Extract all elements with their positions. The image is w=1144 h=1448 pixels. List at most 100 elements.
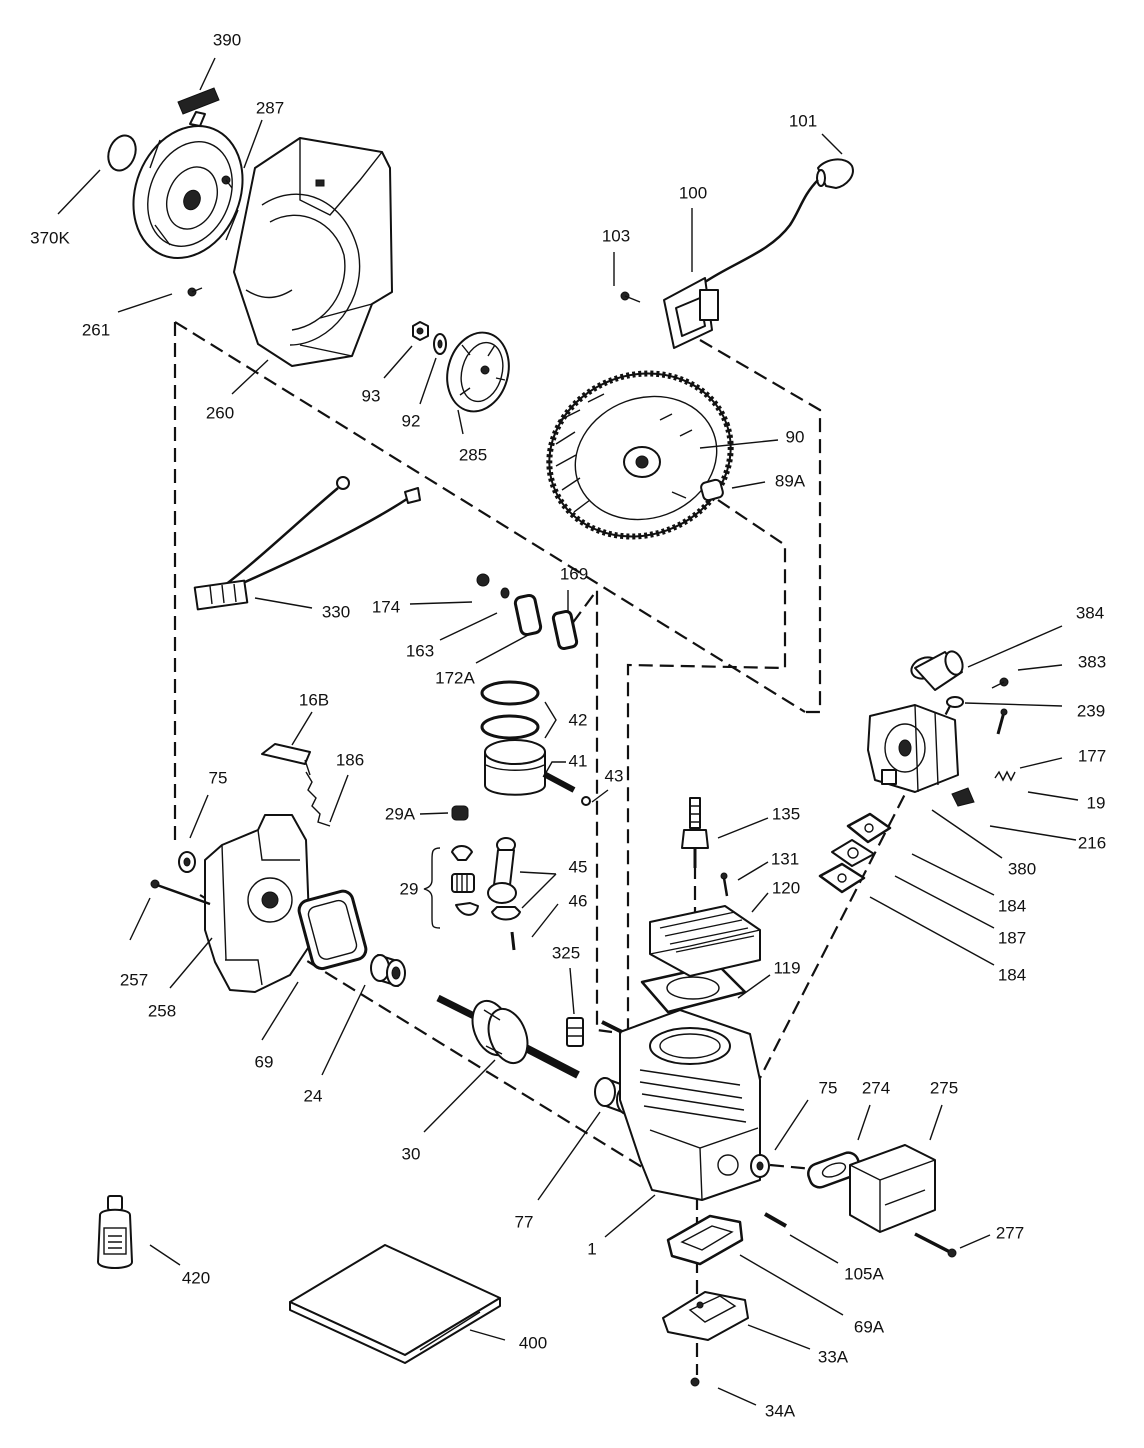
bearing-set-29 [451, 845, 479, 916]
callout-131: 131 [771, 850, 799, 869]
spark-plug-135 [681, 797, 709, 868]
callout-277: 277 [996, 1224, 1024, 1243]
recoil-starter-390 [132, 87, 244, 259]
callout-41: 41 [569, 752, 588, 771]
callout-177: 177 [1078, 747, 1106, 766]
oil-bottle-420 [97, 1195, 133, 1269]
callout-33a: 33A [818, 1348, 849, 1367]
gasket-69 [297, 889, 368, 971]
callout-103: 103 [602, 227, 630, 246]
callout-383: 383 [1078, 653, 1106, 672]
callout-100: 100 [679, 184, 707, 203]
nut-93 [412, 321, 429, 341]
callout-77: 77 [515, 1213, 534, 1232]
screw-287 [221, 175, 233, 189]
callout-75-right: 75 [819, 1079, 838, 1098]
screw-103 [620, 291, 641, 303]
callout-261: 261 [82, 321, 110, 340]
callout-274: 274 [862, 1079, 890, 1098]
gasket-239 [946, 696, 964, 708]
screw-177 [996, 708, 1008, 735]
callout-184-upper: 184 [998, 897, 1026, 916]
blower-housing-260 [233, 137, 393, 367]
callout-325: 325 [552, 944, 580, 963]
oil-seal-75-left [178, 851, 196, 873]
callout-89a: 89A [775, 472, 806, 491]
carburetor-380 [867, 704, 959, 793]
callout-24: 24 [304, 1087, 323, 1106]
callout-29a: 29A [385, 805, 416, 824]
governor-gear-325 [566, 1017, 584, 1047]
spacer-187 [831, 839, 875, 867]
callout-92: 92 [402, 412, 421, 431]
callout-75-left: 75 [209, 769, 228, 788]
callout-384: 384 [1076, 604, 1104, 623]
spring-19 [994, 770, 1016, 782]
callout-30: 30 [402, 1145, 421, 1164]
gasket-184-upper [846, 812, 892, 844]
o-ring-370k [107, 134, 137, 172]
gasket-172a [513, 593, 543, 637]
crankshaft-30 [436, 994, 580, 1079]
callout-420: 420 [182, 1269, 210, 1288]
callout-19: 19 [1087, 794, 1106, 813]
screw-383 [991, 677, 1009, 689]
callout-174: 174 [372, 598, 400, 617]
clip-43 [581, 796, 591, 806]
intake-adapter-384 [910, 650, 964, 691]
gasket-184-lower [818, 862, 866, 894]
bolt-257 [150, 879, 211, 906]
screw-131 [720, 872, 729, 897]
callout-101: 101 [789, 112, 817, 131]
callout-120: 120 [772, 879, 800, 898]
gasket-169 [551, 609, 579, 651]
cover-plate-33a [662, 1291, 749, 1341]
owners-manual-400 [289, 1244, 501, 1364]
callout-370k: 370K [30, 229, 70, 248]
callout-400: 400 [519, 1334, 547, 1353]
callout-34a: 34A [765, 1402, 796, 1421]
spring-186 [305, 771, 331, 827]
screw-174 [476, 573, 490, 587]
cylinder-head-120 [649, 905, 761, 977]
leader-lines [57, 57, 1079, 1406]
stud-105a [764, 1212, 787, 1228]
callout-257: 257 [120, 971, 148, 990]
spark-plug-boot-101 [816, 158, 854, 189]
callout-390: 390 [213, 31, 241, 50]
bearing-24 [370, 954, 406, 987]
bearing-29a [451, 805, 469, 821]
lever-216 [951, 787, 975, 807]
piston-rings-42 [480, 680, 540, 740]
washer-92 [433, 333, 447, 355]
bolt-277 [914, 1232, 957, 1258]
callout-119: 119 [773, 959, 800, 978]
cylinder-crankcase-1 [601, 1009, 761, 1201]
callout-69: 69 [255, 1053, 274, 1072]
flywheel-key-89a [700, 478, 724, 502]
wire-harness-330 [193, 476, 421, 611]
washer-163 [500, 587, 510, 599]
screw-34a [690, 1377, 700, 1387]
callout-260: 260 [206, 404, 234, 423]
callout-42: 42 [569, 711, 588, 730]
starter-cup-285 [446, 331, 510, 413]
callout-184-lower: 184 [998, 966, 1026, 985]
callout-172a: 172A [435, 669, 475, 688]
screw-46 [510, 931, 516, 951]
oil-seal-75-right [750, 1154, 770, 1178]
screw-261 [187, 287, 203, 297]
callout-287: 287 [256, 99, 284, 118]
callout-43: 43 [605, 767, 624, 786]
crankcase-cover-258 [204, 814, 311, 993]
muffler-275 [849, 1144, 936, 1233]
callout-275: 275 [930, 1079, 958, 1098]
connecting-rod-45 [487, 837, 521, 921]
callout-69a: 69A [854, 1318, 885, 1337]
callout-135: 135 [772, 805, 800, 824]
callout-380: 380 [1008, 860, 1036, 879]
callout-216: 216 [1078, 834, 1106, 853]
callout-29: 29 [400, 880, 419, 899]
callout-labels: 390 287 370K 261 260 93 92 285 101 100 1… [30, 31, 1106, 1421]
